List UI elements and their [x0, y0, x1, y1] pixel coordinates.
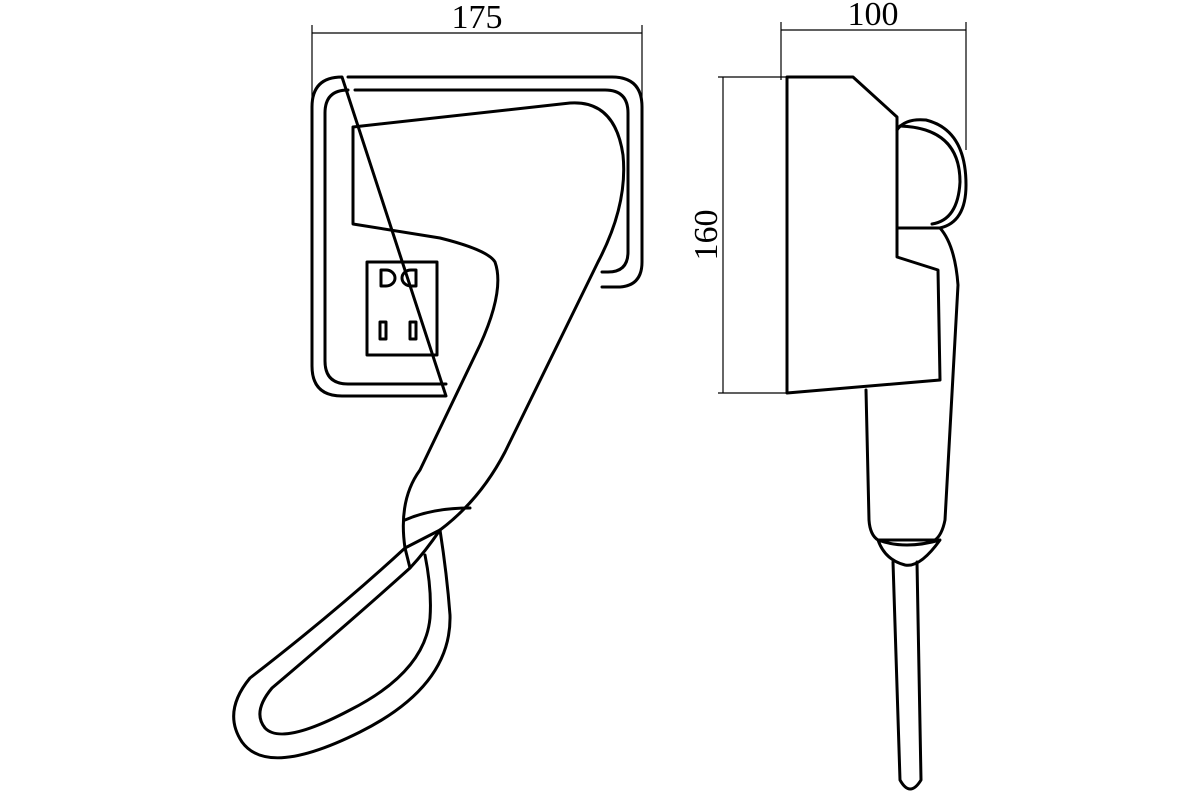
socket-slot-top-left: [379, 268, 397, 288]
power-socket: [365, 260, 439, 357]
dryer-body: [351, 101, 626, 550]
mount-plate-outer: [310, 75, 644, 398]
width-dimension: 175: [311, 0, 643, 118]
depth-label: 100: [848, 0, 899, 33]
cord-loop-outer: [232, 528, 452, 760]
side-view: 100 160: [688, 0, 968, 791]
handle-joint-line: [403, 506, 472, 522]
cord-loop-inner: [258, 553, 432, 736]
handle-tip: [403, 528, 442, 570]
handle-joint-side: [876, 538, 942, 567]
socket-slot-bottom-left: [378, 320, 388, 341]
dryer-nozzle-side: [895, 118, 968, 230]
socket-slot-top-right: [400, 268, 418, 288]
socket-slot-bottom-right: [408, 320, 418, 341]
width-label: 175: [452, 0, 503, 36]
dryer-handle-side: [864, 226, 960, 542]
height-label: 160: [688, 210, 725, 261]
mount-plate-inner: [323, 88, 630, 386]
mount-body-side: [785, 75, 942, 395]
front-view: 175: [232, 0, 644, 760]
cord-side: [891, 560, 923, 791]
depth-dimension: 100: [780, 0, 967, 150]
dryer-nozzle-inner: [898, 124, 962, 226]
height-dimension: 160: [688, 76, 787, 394]
